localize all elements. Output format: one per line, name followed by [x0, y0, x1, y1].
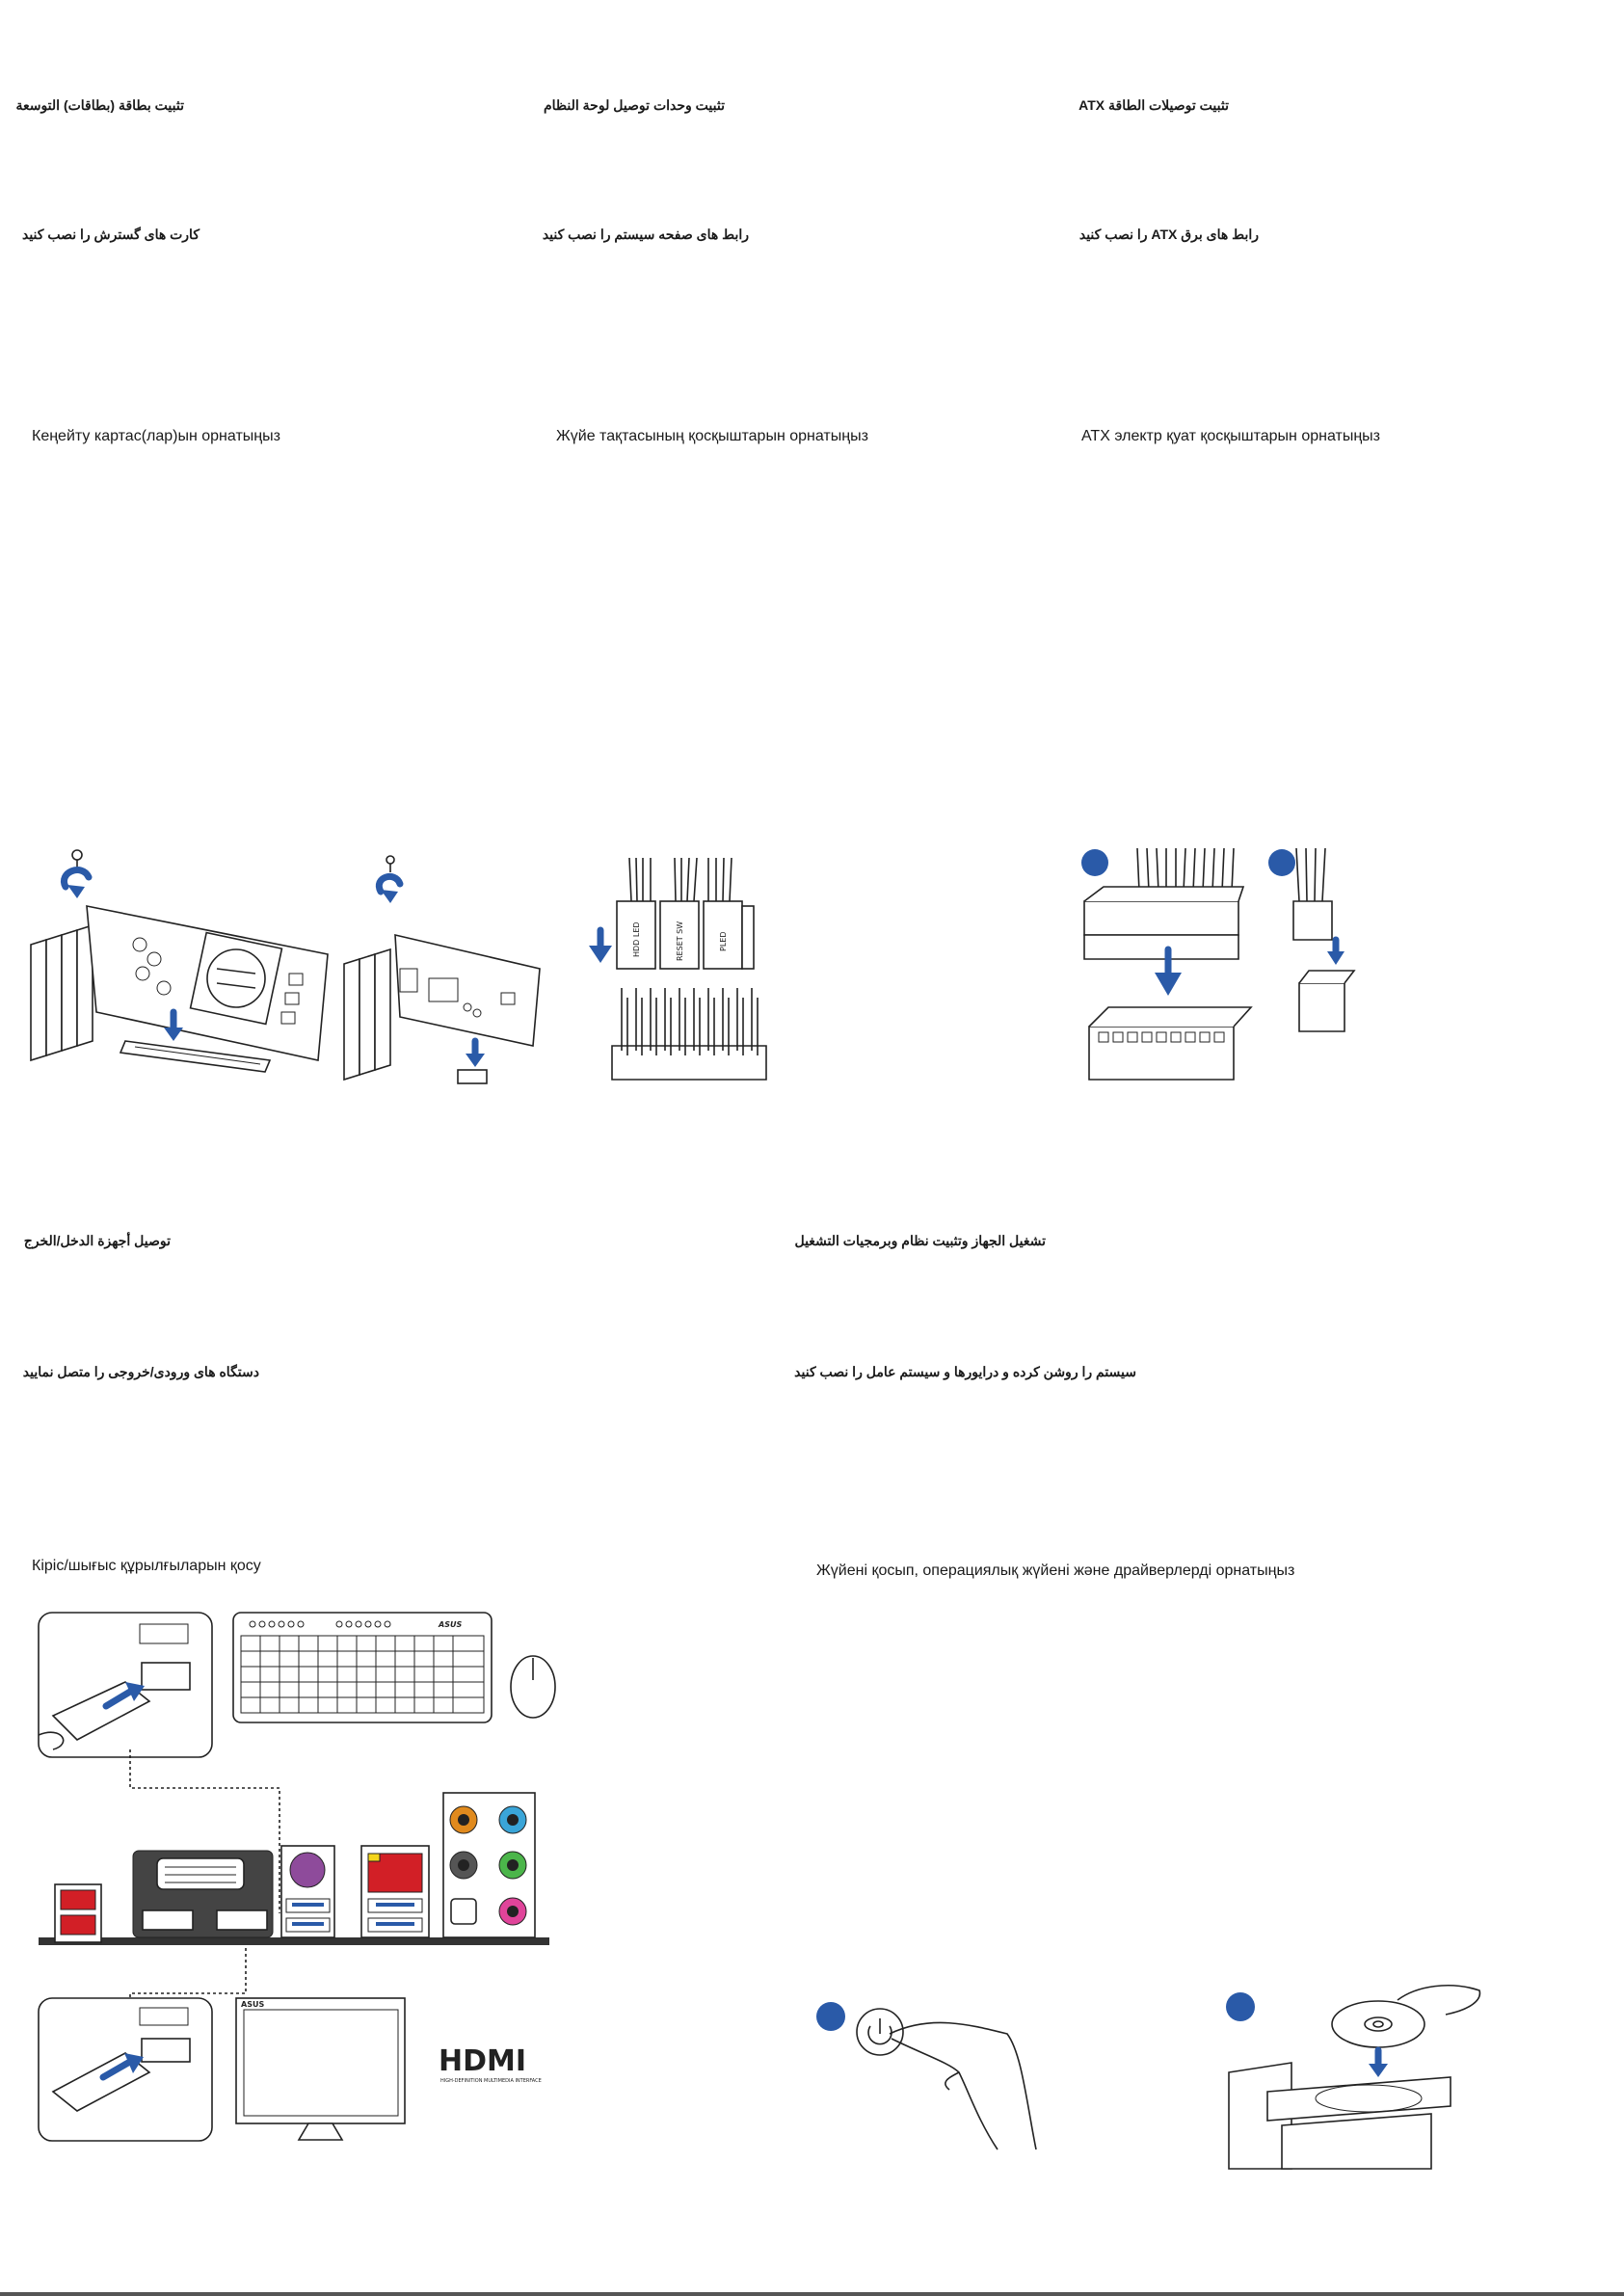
panel-connector-illustration: HDD LED RESET SW PLED [589, 857, 767, 1081]
bottom-rule [0, 2292, 1624, 2296]
step-2-badge [1268, 849, 1295, 876]
down-arrow-icon [1155, 946, 1182, 996]
rotate-arrow-icon [375, 872, 404, 903]
down-arrow-icon [1327, 936, 1344, 965]
io-illustration: ASUS ASUS [38, 1612, 556, 2142]
step-2-badge [1226, 1992, 1255, 2021]
panel-heading-arabic: تثبيت وحدات توصيل لوحة النظام [543, 97, 725, 113]
down-arrow-icon [466, 1037, 485, 1067]
disc-icon [1331, 2000, 1425, 2048]
atx-heading-kazakh: АТХ электр қуат қосқыштарын орнатыңыз [1081, 428, 1380, 444]
io-heading-kazakh: Кіріс/шығыс құрылғыларын қосу [32, 1558, 261, 1574]
right-arrow-icon [99, 2053, 144, 2081]
keyboard: ASUS [232, 1612, 493, 1723]
hdd-led-label: HDD LED [632, 921, 641, 957]
atx-heading-arabic: تثبيت توصيلات الطاقة ATX [1078, 97, 1229, 113]
optical-disc-illustration [1226, 1985, 1481, 2170]
io-heading-persian: دستگاه های ورودی/خروجی را متصل نمایید [22, 1364, 259, 1379]
step-1-badge [1081, 849, 1108, 876]
monitor-brand: ASUS [241, 2000, 264, 2009]
expansion-heading-kazakh: Кеңейту картас(лар)ын орнатыңыз [32, 428, 280, 444]
panel-heading-kazakh: Жүйе тақтасының қосқыштарын орнатыңыз [556, 428, 868, 444]
power-heading-kazakh: Жүйені қосып, операциялық жүйені және др… [816, 1562, 1295, 1579]
keyboard-brand: ASUS [438, 1620, 462, 1629]
down-arrow-icon [1369, 2046, 1388, 2077]
hdmi-tagline: HIGH-DEFINITION MULTIMEDIA INTERFACE [440, 2078, 542, 2084]
power-on-illustration [816, 2002, 1037, 2150]
pled-label: PLED [719, 932, 728, 952]
screw-icon [386, 855, 395, 872]
screw-icon [71, 849, 83, 869]
down-arrow-icon [164, 1008, 183, 1041]
expansion-heading-arabic: تثبيت بطاقة (بطاقات) التوسعة [15, 97, 184, 113]
monitor: ASUS [235, 1997, 406, 2141]
atx-heading-persian: رابط های برق ATX را نصب کنید [1078, 227, 1259, 242]
rotate-arrow-icon [61, 867, 93, 898]
io-heading-arabic: توصيل أجهزة الدخل/الخرج [23, 1233, 171, 1248]
right-arrow-icon [102, 1682, 145, 1710]
step-1-badge [816, 2002, 845, 2031]
down-arrow-icon [589, 926, 612, 963]
expansion-heading-persian: کارت های گسترش را نصب کنید [21, 227, 200, 242]
panel-heading-persian: رابط های صفحه سیستم را نصب کنید [542, 227, 749, 242]
hdmi-logo: HDMI [439, 2044, 526, 2078]
reset-sw-label: RESET SW [676, 921, 684, 961]
power-button-icon [856, 2008, 904, 2056]
small-expansion-card-illustration [343, 855, 541, 1084]
mouse-icon [510, 1655, 556, 1719]
power-heading-persian: سیستم را روشن کرده و درایورها و سیستم عا… [794, 1364, 1136, 1379]
atx-power-illustration [1081, 847, 1356, 1081]
power-heading-arabic: تشغيل الجهاز وتثبيت نظام وبرمجيات التشغي… [794, 1233, 1046, 1248]
expansion-card-illustration [30, 849, 329, 1073]
